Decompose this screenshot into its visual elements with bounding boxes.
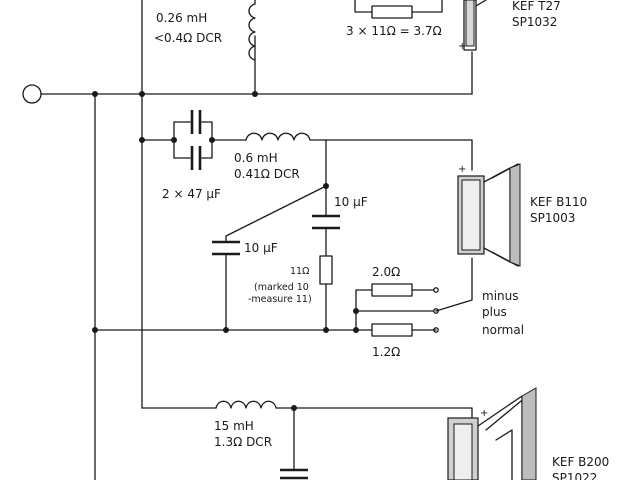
midrange-parallel-capacitors: [190, 110, 202, 170]
woofer-driver-icon: [447, 387, 537, 480]
woofer-inductor: [215, 400, 277, 409]
midrange-model: KEF B110: [530, 195, 587, 209]
woofer-part: SP1022: [552, 471, 597, 480]
midrange-cap-left-label: 10 µF: [244, 241, 278, 255]
midrange-cap-left: [212, 240, 240, 256]
midrange-inductor: [245, 132, 311, 141]
midrange-inductor-value: 0.6 mH: [234, 151, 278, 165]
midrange-driver-icon: [457, 163, 521, 267]
midrange-resistor-value: 11Ω: [290, 266, 309, 277]
midrange-cap-top: [312, 214, 340, 230]
midrange-plus-label: +: [458, 164, 466, 175]
input-terminal: [22, 84, 42, 104]
tweeter-inductor-value: 0.26 mH: [156, 11, 207, 25]
tweeter-model: KEF T27: [512, 0, 561, 13]
woofer-plus-label: +: [480, 408, 488, 419]
tweeter-inductor-dcr: <0.4Ω DCR: [154, 31, 222, 45]
junctions: [92, 91, 359, 411]
switch-contacts: [433, 287, 439, 333]
midrange-resistor: [319, 255, 333, 285]
tweeter-plus-label: +: [458, 41, 466, 52]
switch-plus-label: plus: [482, 305, 507, 319]
midrange-cap-top-label: 10 µF: [334, 195, 368, 209]
midrange-res-bottom-label: 1.2Ω: [372, 345, 400, 359]
tweeter-part: SP1032: [512, 15, 557, 29]
midrange-res-top-label: 2.0Ω: [372, 265, 400, 279]
switch-normal-label: normal: [482, 323, 524, 337]
woofer-inductor-value: 15 mH: [214, 419, 254, 433]
tweeter-resistor-label: 3 × 11Ω = 3.7Ω: [346, 24, 442, 38]
woofer-inductor-dcr: 1.3Ω DCR: [214, 435, 272, 449]
midrange-res-bottom: [371, 323, 413, 337]
midrange-res-top: [371, 283, 413, 297]
woofer-capacitor: [280, 468, 308, 480]
midrange-inductor-dcr: 0.41Ω DCR: [234, 167, 300, 181]
midrange-part: SP1003: [530, 211, 575, 225]
switch-minus-label: minus: [482, 289, 519, 303]
midrange-cap-label: 2 × 47 µF: [162, 187, 221, 201]
tweeter-driver-icon: [463, 0, 487, 51]
woofer-model: KEF B200: [552, 455, 609, 469]
tweeter-resistor: [371, 5, 413, 19]
tweeter-inductor: [248, 3, 256, 61]
midrange-resistor-note-1: (marked 10: [254, 282, 309, 293]
wiring: [40, 0, 473, 480]
midrange-resistor-note-2: -measure 11): [248, 294, 312, 305]
